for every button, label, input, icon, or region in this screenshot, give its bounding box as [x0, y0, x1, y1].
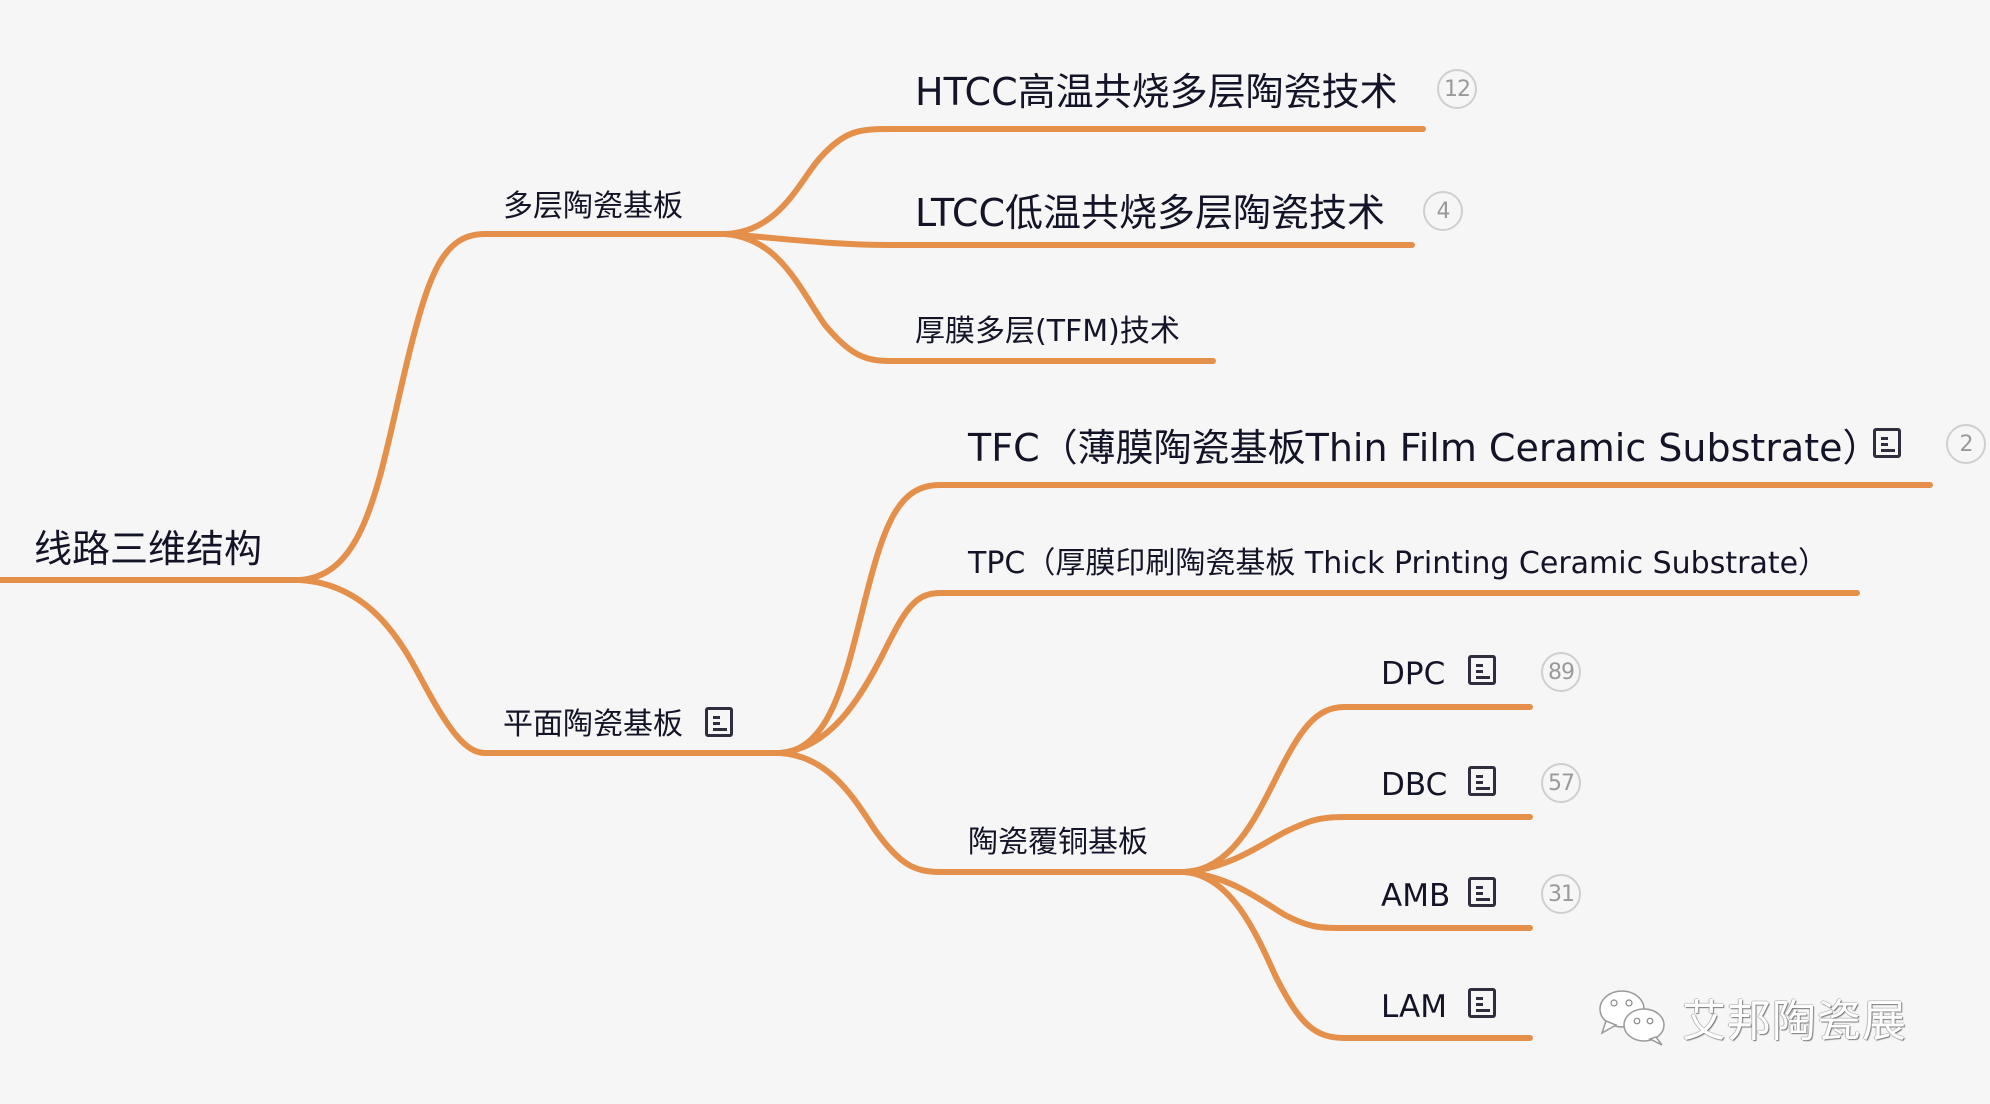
- root-node-label[interactable]: 线路三维结构: [34, 527, 263, 571]
- node-htcc-label[interactable]: HTCC高温共烧多层陶瓷技术: [915, 70, 1398, 114]
- node-tfm-label[interactable]: 厚膜多层(TFM)技术: [915, 314, 1180, 349]
- node-tpc-label[interactable]: TPC（厚膜印刷陶瓷基板 Thick Printing Ceramic Subs…: [968, 546, 1829, 581]
- node-dpc-label[interactable]: DPC: [1381, 656, 1446, 692]
- connector-dpc: [1182, 704, 1533, 875]
- watermark-text: 艾邦陶瓷展: [1682, 996, 1907, 1047]
- connector-tfm: [722, 231, 1216, 364]
- branch-planar-label[interactable]: 平面陶瓷基板: [503, 707, 683, 742]
- note-icon[interactable]: [1468, 655, 1496, 685]
- note-icon[interactable]: [1468, 988, 1496, 1018]
- count-badge-amb[interactable]: 31: [1541, 874, 1581, 914]
- count-badge-ltcc[interactable]: 4: [1423, 191, 1463, 231]
- node-tfc-label[interactable]: TFC（薄膜陶瓷基板Thin Film Ceramic Substrate）: [968, 426, 1881, 470]
- branch-multilayer-label[interactable]: 多层陶瓷基板: [503, 189, 683, 224]
- node-dbc-label[interactable]: DBC: [1381, 767, 1448, 803]
- node-ltcc-label[interactable]: LTCC低温共烧多层陶瓷技术: [915, 191, 1385, 235]
- watermark: 艾邦陶瓷展: [1592, 985, 1907, 1049]
- count-badge-htcc[interactable]: 12: [1437, 69, 1477, 109]
- connector-root-multilayer: [297, 231, 728, 583]
- note-icon[interactable]: [705, 707, 733, 737]
- connector-tfc: [777, 482, 1933, 756]
- note-icon[interactable]: [1468, 766, 1496, 796]
- note-icon[interactable]: [1873, 428, 1901, 458]
- note-icon[interactable]: [1468, 877, 1496, 907]
- connector-tpc: [777, 590, 1860, 756]
- connector-amb: [1182, 869, 1533, 931]
- count-badge-tfc[interactable]: 2: [1946, 424, 1986, 464]
- connector-copper: [777, 750, 1188, 875]
- node-copper-clad-label[interactable]: 陶瓷覆铜基板: [968, 825, 1148, 860]
- node-amb-label[interactable]: AMB: [1381, 878, 1451, 914]
- count-badge-dpc[interactable]: 89: [1541, 652, 1581, 692]
- count-badge-dbc[interactable]: 57: [1541, 763, 1581, 803]
- connector-dbc: [1182, 814, 1533, 875]
- node-lam-label[interactable]: LAM: [1381, 989, 1447, 1025]
- connector-htcc: [722, 126, 1426, 237]
- wechat-icon: [1599, 990, 1665, 1046]
- connector-lam: [1182, 869, 1533, 1041]
- connector-root-planar: [297, 577, 783, 756]
- connector-ltcc: [722, 231, 1415, 248]
